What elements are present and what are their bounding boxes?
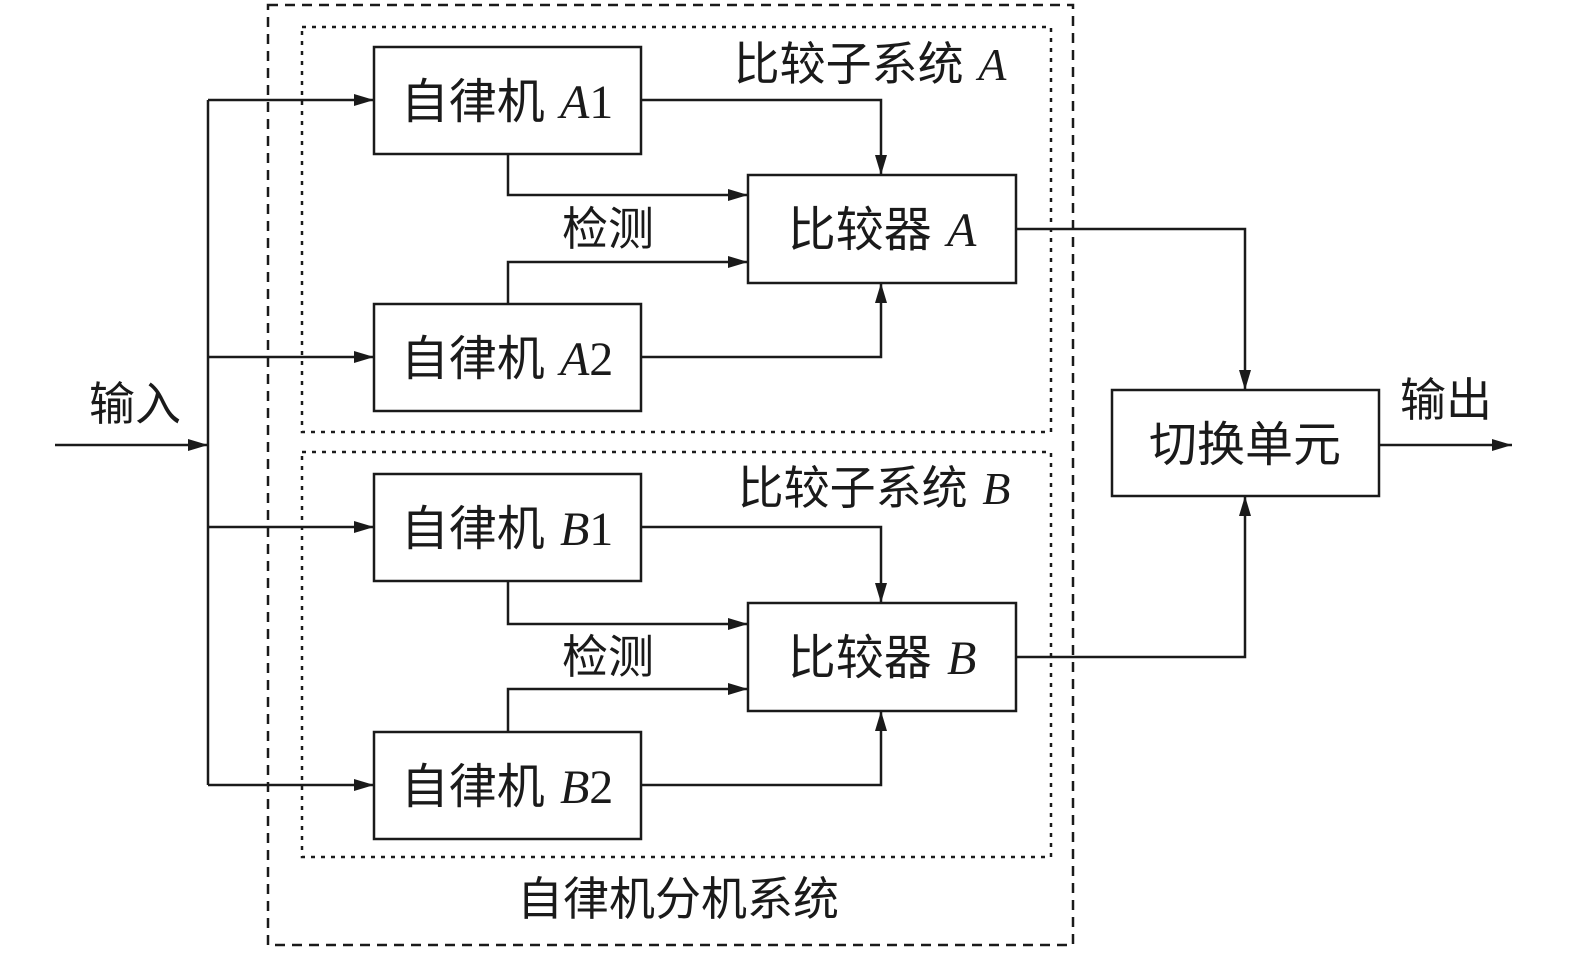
- comparator-b-block: 比较器 B: [746, 601, 1018, 713]
- machine-b2-block: 自律机 B2: [372, 730, 643, 841]
- output-label: 输出: [1400, 373, 1492, 427]
- machine-b1-prefix: 自律机: [401, 501, 560, 557]
- outer-system-boundary: [266, 3, 1075, 947]
- a1-to-comparator-a: [641, 98, 887, 175]
- b2-detect-to-comparator-b: [506, 683, 748, 732]
- a2-to-comparator-a: [641, 283, 887, 359]
- subsystem-b-label: 比较子系统 B: [738, 461, 1011, 515]
- comparator-b-prefix: 比较器: [788, 630, 947, 686]
- machine-a1-letter: A: [557, 76, 590, 129]
- a1-detect-to-comparator-a: [506, 154, 748, 201]
- b1-detect-to-comparator-b: [506, 581, 748, 630]
- subsystem-b-boundary: [300, 450, 1053, 859]
- machine-a2-block: 自律机 A2: [372, 302, 643, 413]
- svg-text:比较器 A: 比较器 A: [788, 202, 977, 258]
- machine-a1-block: 自律机 A1: [372, 45, 643, 156]
- machine-a1-prefix: 自律机: [401, 74, 560, 130]
- machine-a1-number: 1: [589, 76, 613, 129]
- outer-system-label: 自律机分机系统: [517, 872, 839, 926]
- switch-unit-label: 切换单元: [1149, 417, 1341, 473]
- subsystem-b-label-letter: B: [982, 463, 1010, 514]
- a2-detect-to-comparator-a: [506, 256, 748, 304]
- comparator-a-prefix: 比较器: [788, 202, 947, 258]
- subsystem-a-label-prefix: 比较子系统: [734, 37, 979, 91]
- b1-to-comparator-b: [641, 525, 887, 603]
- comparator-a-to-switch: [1016, 227, 1251, 390]
- switch-unit-block: 切换单元: [1110, 388, 1381, 498]
- comparator-b-to-switch: [1016, 496, 1251, 659]
- machine-b2-letter: B: [560, 761, 589, 814]
- subsystem-a-label-letter: A: [975, 39, 1007, 90]
- subsystem-a-label: 比较子系统 A: [734, 37, 1008, 91]
- machine-b1-letter: B: [560, 503, 589, 556]
- machine-b1-number: 1: [589, 503, 613, 556]
- svg-text:自律机 B1: 自律机 B1: [401, 501, 614, 557]
- input-label: 输入: [89, 377, 181, 431]
- machine-b2-number: 2: [589, 761, 613, 814]
- comparator-a-letter: A: [944, 204, 977, 257]
- machine-a2-prefix: 自律机: [401, 331, 560, 387]
- subsystem-b-label-prefix: 比较子系统: [738, 461, 983, 515]
- comparator-a-block: 比较器 A: [746, 173, 1018, 285]
- svg-text:自律机 A1: 自律机 A1: [401, 74, 614, 130]
- b2-to-comparator-b: [641, 711, 887, 787]
- svg-text:自律机 A2: 自律机 A2: [401, 331, 614, 387]
- machine-b2-prefix: 自律机: [401, 759, 560, 815]
- comparator-b-letter: B: [947, 632, 976, 685]
- detect-label-a: 检测: [562, 202, 654, 256]
- machine-a2-number: 2: [589, 333, 613, 386]
- machine-b1-block: 自律机 B1: [372, 472, 643, 583]
- svg-text:自律机 B2: 自律机 B2: [401, 759, 614, 815]
- svg-text:比较器 B: 比较器 B: [788, 630, 977, 686]
- detect-label-b: 检测: [562, 630, 654, 684]
- machine-a2-letter: A: [557, 333, 590, 386]
